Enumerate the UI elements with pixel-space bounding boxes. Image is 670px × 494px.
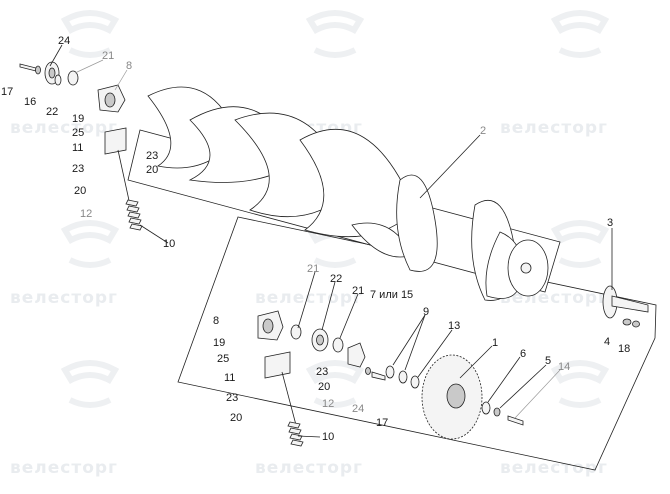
label-12: 12 xyxy=(322,398,334,410)
watermark-1: велесторг xyxy=(10,10,120,138)
label-18: 18 xyxy=(618,343,630,355)
label-24: 24 xyxy=(352,403,364,415)
label-16: 16 xyxy=(24,96,36,108)
bolt-17-upper xyxy=(19,63,37,72)
spring-10-lower xyxy=(287,421,304,447)
bolt-14 xyxy=(507,415,524,426)
leader-lines xyxy=(49,44,613,438)
label-10: 10 xyxy=(322,431,334,443)
label-17: 17 xyxy=(376,417,388,429)
label-20: 20 xyxy=(230,412,242,424)
label-19: 19 xyxy=(72,113,84,125)
label-2: 2 xyxy=(480,125,486,137)
explosion-frame xyxy=(177,216,657,471)
label-11: 11 xyxy=(72,142,83,154)
watermark-text: велесторг xyxy=(500,118,608,138)
label-7-or-15: 7 или 15 xyxy=(370,289,413,301)
housing-8-lower-bore xyxy=(262,318,274,334)
nut-18 xyxy=(632,320,640,328)
label-5: 5 xyxy=(545,355,551,367)
rod-12-lower xyxy=(281,371,297,426)
label-8: 8 xyxy=(126,60,132,72)
washer-6 xyxy=(481,401,491,415)
housing-8-bore xyxy=(104,92,116,108)
watermark-text: велесторг xyxy=(255,458,363,478)
label-6: 6 xyxy=(520,348,526,360)
label-22: 22 xyxy=(46,106,58,118)
label-23: 23 xyxy=(226,392,238,404)
ring-21-upper xyxy=(67,70,79,86)
bracket-lower xyxy=(264,351,291,379)
ring-9b xyxy=(398,370,408,384)
watermark-8: велесторг xyxy=(255,360,365,478)
label-17: 17 xyxy=(1,86,13,98)
sprocket-1-hub xyxy=(446,383,466,409)
lower-drive-assembly xyxy=(257,310,524,447)
bearing-22-inner xyxy=(48,67,56,79)
label-11: 11 xyxy=(224,372,235,384)
label-24: 24 xyxy=(58,35,70,47)
ring-16 xyxy=(54,74,62,86)
bearing-22-lower-inner xyxy=(316,334,324,346)
nut-5 xyxy=(493,407,501,417)
label-10: 10 xyxy=(163,238,175,250)
label-23: 23 xyxy=(316,366,328,378)
auger-assembly xyxy=(127,86,561,301)
watermark-text: велесторг xyxy=(10,288,118,308)
label-21: 21 xyxy=(307,263,319,275)
rod-12-upper xyxy=(117,149,131,206)
label-14: 14 xyxy=(558,361,570,373)
stub-shaft-rod xyxy=(611,295,649,313)
ring-9a xyxy=(385,365,395,379)
upper-bearing-assembly xyxy=(19,61,143,231)
watermark-text: велесторг xyxy=(500,458,608,478)
label-4: 4 xyxy=(604,336,610,348)
auger-flight-6 xyxy=(396,174,438,272)
label-12: 12 xyxy=(80,208,92,220)
watermark-text: велесторг xyxy=(10,458,118,478)
label-25: 25 xyxy=(217,353,229,365)
label-13: 13 xyxy=(448,320,460,332)
label-23: 23 xyxy=(146,150,158,162)
watermark-9: велесторг xyxy=(500,360,610,478)
label-20: 20 xyxy=(318,381,330,393)
label-9: 9 xyxy=(423,306,429,318)
part-labels: 24 21 8 17 16 22 19 25 11 23 23 20 20 12… xyxy=(1,35,630,443)
label-19: 19 xyxy=(213,337,225,349)
bracket-upper xyxy=(104,127,127,155)
label-8: 8 xyxy=(213,315,219,327)
watermark-4: велесторг xyxy=(10,220,120,308)
watermark-7: велесторг xyxy=(10,360,120,478)
label-21: 21 xyxy=(102,50,114,62)
watermark-3: велесторг xyxy=(500,10,610,138)
stub-shaft xyxy=(602,285,649,328)
ring-13 xyxy=(410,375,420,389)
ring-21-lower-2 xyxy=(332,337,344,353)
label-1: 1 xyxy=(492,337,498,349)
label-3: 3 xyxy=(607,217,613,229)
bolt-17-lower xyxy=(371,371,386,381)
washer-4 xyxy=(622,318,632,326)
watermark-text: велесторг xyxy=(255,288,363,308)
washer-24-lower xyxy=(365,367,371,375)
label-22: 22 xyxy=(330,273,342,285)
label-21: 21 xyxy=(352,285,364,297)
ring-21-lower xyxy=(290,324,302,340)
flange-7 xyxy=(347,342,366,368)
watermark-text: велесторг xyxy=(10,118,118,138)
label-20: 20 xyxy=(74,185,86,197)
watermark-layer: велесторг велесторг велесторг велесторг … xyxy=(10,10,610,478)
spring-10-upper xyxy=(125,199,143,231)
auger-end-hub xyxy=(520,262,532,274)
label-25: 25 xyxy=(72,127,84,139)
label-20: 20 xyxy=(146,164,158,176)
label-23: 23 xyxy=(72,163,84,175)
washer-24-upper xyxy=(35,65,41,75)
